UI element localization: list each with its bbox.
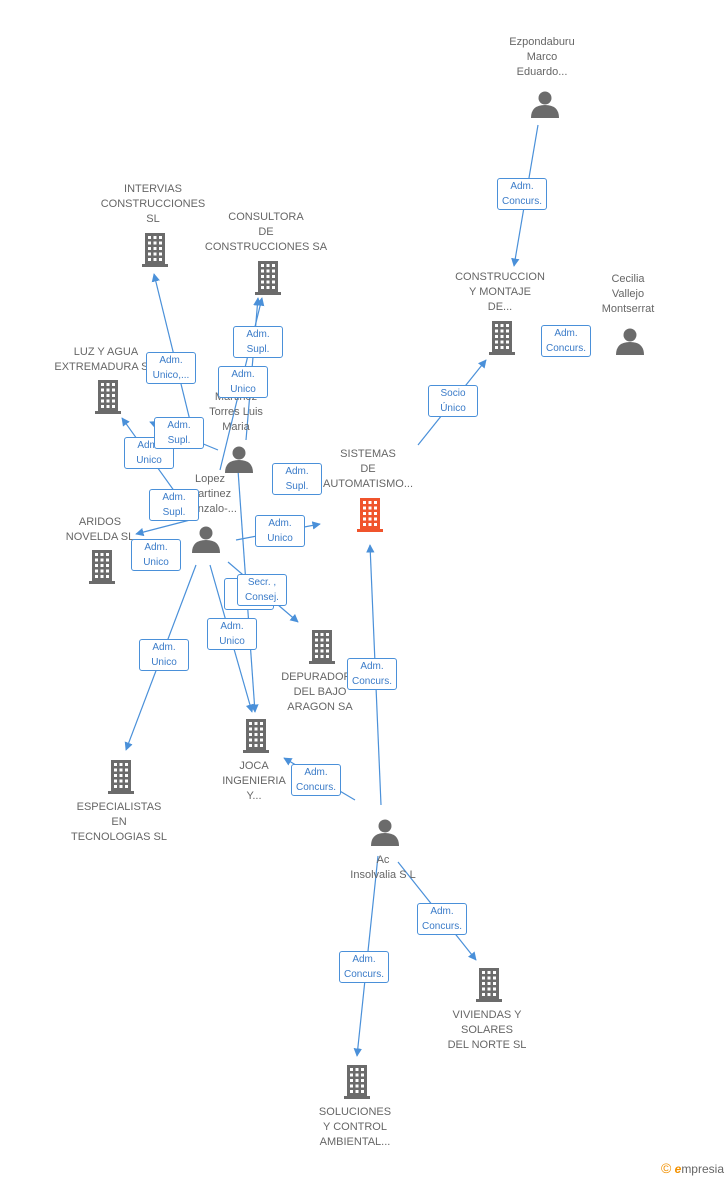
person-icon-ezpondaburu[interactable]	[531, 91, 559, 119]
person-icon-lopez[interactable]	[192, 526, 220, 554]
edge-label-cecilia-construccion[interactable]: Adm.Concurs.	[541, 325, 591, 357]
edge-label-martinez-consultora[interactable]: Adm.Unico	[218, 366, 268, 398]
edge-label-lopez-intervias[interactable]: Adm.Unico,...	[146, 352, 196, 384]
building-icon-intervias[interactable]	[142, 233, 168, 267]
edge-label-insolvalia-soluciones[interactable]: Adm.Concurs.	[339, 951, 389, 983]
building-icon-sistemas[interactable]	[357, 498, 383, 532]
building-icon-depurador[interactable]	[309, 630, 335, 664]
edge-label-lopez-especialistas[interactable]: Adm.Unico	[139, 639, 189, 671]
edge-lopez-aridos	[135, 519, 191, 537]
edge-label-insolvalia-sistemas[interactable]: Adm.Concurs.	[347, 658, 397, 690]
building-icon-consultora[interactable]	[255, 261, 281, 295]
building-icon-aridos[interactable]	[89, 550, 115, 584]
edges-layer	[121, 124, 539, 1057]
edge-label-insolvalia-joca[interactable]: Adm.Concurs.	[291, 764, 341, 796]
building-icon-joca[interactable]	[243, 719, 269, 753]
edge-label-insolvalia-viviendas[interactable]: Adm.Concurs.	[417, 903, 467, 935]
person-icon-cecilia[interactable]	[616, 328, 644, 356]
building-icon-especialistas[interactable]	[108, 760, 134, 794]
copyright-icon: ©	[660, 1160, 672, 1176]
icons-layer	[89, 91, 644, 1099]
edge-label-martinez-luzyagua[interactable]: Adm.Supl.	[154, 417, 204, 449]
edge-label-martinez-depurador[interactable]: Secr. ,Consej.	[237, 574, 287, 606]
person-icon-insolvalia[interactable]	[371, 819, 399, 847]
edge-label-lopez-joca[interactable]: Adm.Unico	[207, 618, 257, 650]
building-icon-viviendas[interactable]	[476, 968, 502, 1002]
person-icon-martinez[interactable]	[225, 446, 253, 474]
edge-label-martinez-sistemas[interactable]: Adm.Supl.	[272, 463, 322, 495]
edge-label-lopez-consultora[interactable]: Adm.Supl.	[233, 326, 283, 358]
edge-label-lopez-aridos[interactable]: Adm.Unico	[131, 539, 181, 571]
edge-label-lopez-sistemas[interactable]: Adm.Unico	[255, 515, 305, 547]
brand-logo: © empresia	[660, 1160, 724, 1176]
building-icon-luzyagua[interactable]	[95, 380, 121, 414]
edge-label-ezpondaburu-construccion[interactable]: Adm.Concurs.	[497, 178, 547, 210]
building-icon-construccion[interactable]	[489, 321, 515, 355]
edge-label-lopez-luzyagua[interactable]: Adm.Unico	[124, 437, 174, 469]
building-icon-soluciones[interactable]	[344, 1065, 370, 1099]
edge-label-lopez-aridos[interactable]: Adm.Supl.	[149, 489, 199, 521]
